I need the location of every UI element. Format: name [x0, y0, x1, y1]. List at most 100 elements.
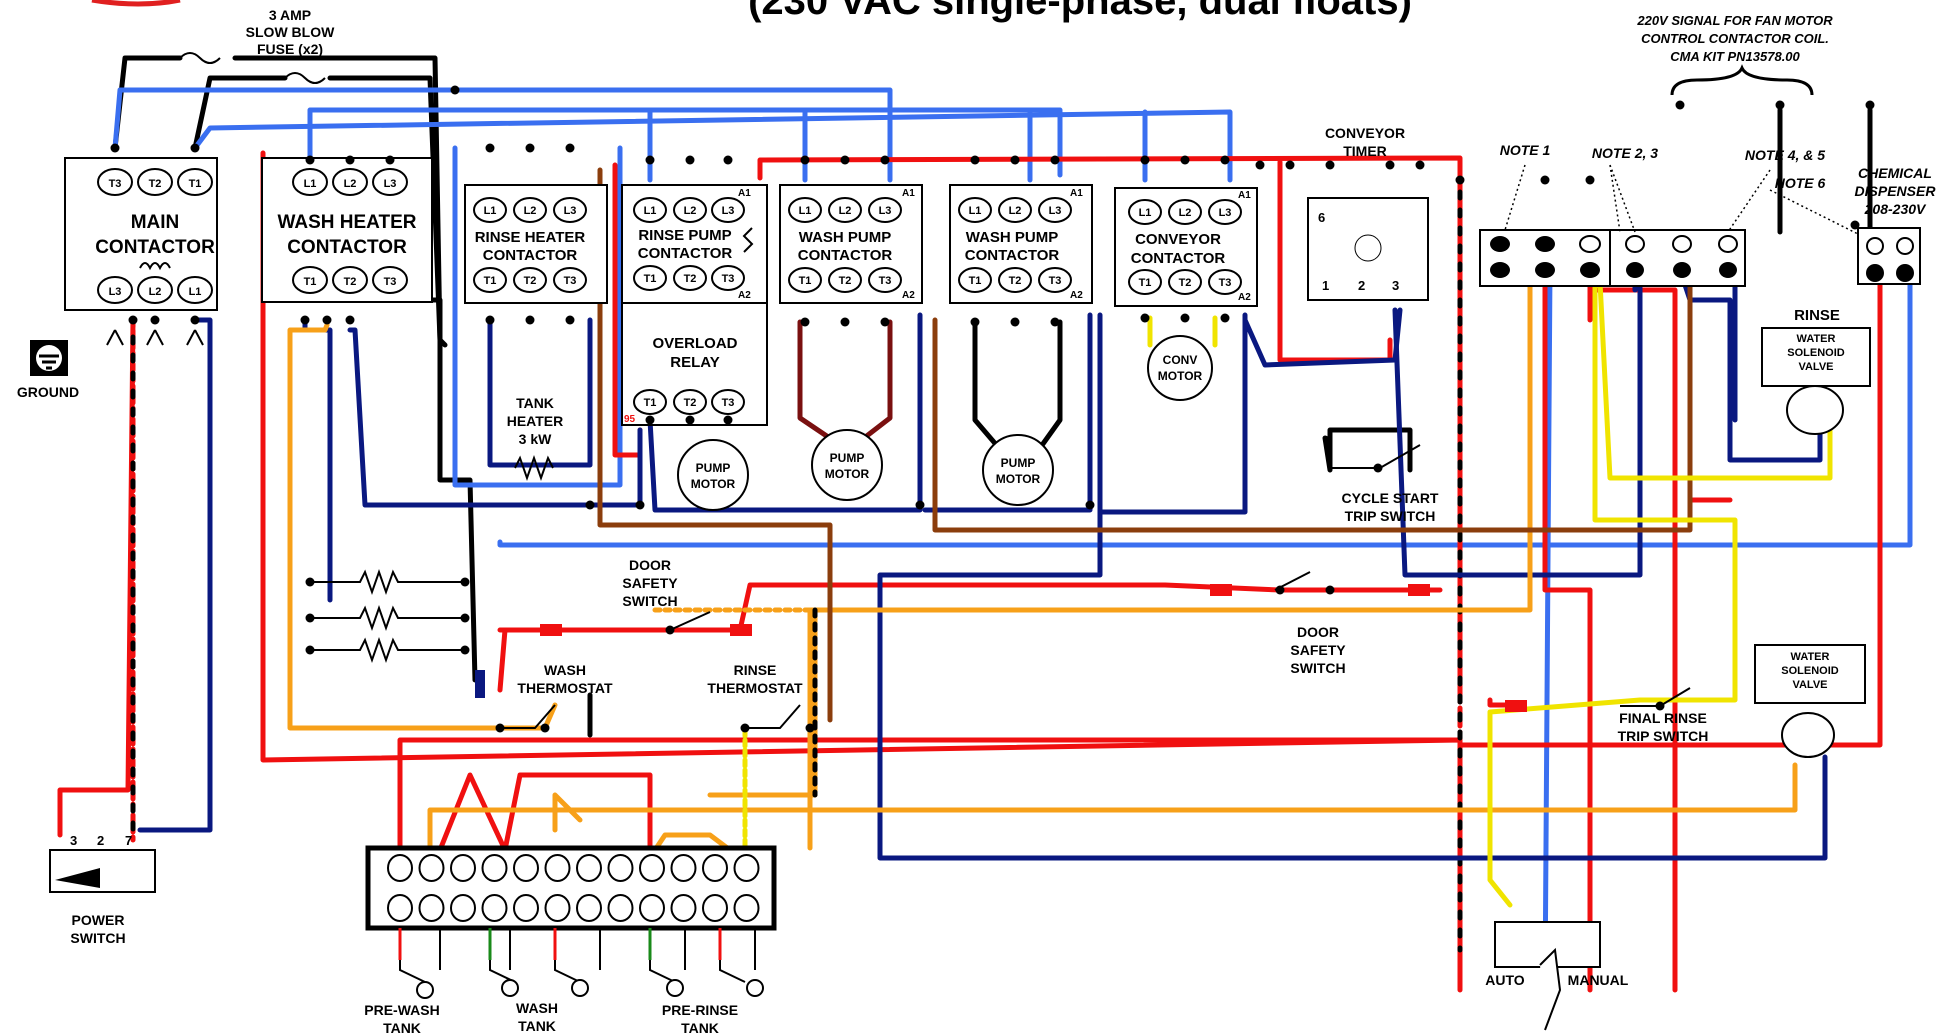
terminal-strip-screw	[481, 894, 508, 922]
wire-junction	[1010, 317, 1020, 327]
svg-text:MOTOR: MOTOR	[1158, 369, 1203, 383]
wire-junction	[1220, 313, 1230, 323]
svg-text:A2: A2	[1070, 290, 1083, 301]
wire-junction	[970, 317, 980, 327]
rinse-thermostat: RINSE THERMOSTAT	[707, 662, 803, 729]
svg-text:VALVE: VALVE	[1792, 679, 1827, 691]
svg-text:TANK: TANK	[383, 1020, 421, 1036]
wire-junction	[1325, 585, 1335, 595]
svg-text:FINAL RINSE: FINAL RINSE	[1619, 710, 1707, 726]
svg-text:L2: L2	[524, 205, 537, 217]
svg-text:L2: L2	[1179, 207, 1192, 219]
wire-junction	[1373, 463, 1383, 473]
rinse-water-solenoid-valve: RINSE WATER SOLENOID VALVE	[1761, 307, 1871, 435]
svg-text:208-230V: 208-230V	[1864, 201, 1927, 217]
wire-junction	[345, 315, 355, 325]
svg-text:NOTE 4, & 5: NOTE 4, & 5	[1745, 147, 1825, 163]
svg-text:CONVEYOR: CONVEYOR	[1325, 125, 1405, 141]
wash-heater-contactor: WASH HEATER CONTACTOR L1 L2 L3 T1 T2 T3	[261, 157, 433, 303]
svg-text:OVERLOAD: OVERLOAD	[652, 335, 737, 352]
float-switches	[398, 928, 764, 999]
terminal-strip-screw	[733, 854, 760, 882]
terminal-strip-screw	[670, 854, 697, 882]
svg-text:CMA KIT PN13578.00: CMA KIT PN13578.00	[1670, 49, 1800, 64]
wire-junction	[460, 645, 470, 655]
wire-junction	[305, 645, 315, 655]
wire-junction	[495, 723, 505, 733]
wire-junction	[1140, 313, 1150, 323]
svg-text:220V SIGNAL FOR FAN MOTOR: 220V SIGNAL FOR FAN MOTOR	[1636, 13, 1833, 28]
svg-text:L1: L1	[1139, 207, 1152, 219]
wire-junction	[1385, 160, 1395, 170]
svg-text:3 AMP: 3 AMP	[269, 7, 311, 23]
svg-text:T1: T1	[799, 275, 812, 287]
wire-junction	[525, 315, 535, 325]
svg-text:CONTACTOR: CONTACTOR	[638, 245, 733, 262]
wire-junction	[645, 415, 655, 425]
wire-junction	[1675, 100, 1685, 110]
pre-wash-tank-label: PRE-WASH TANK	[364, 1002, 439, 1036]
svg-text:L3: L3	[564, 205, 577, 217]
svg-text:L3: L3	[384, 178, 397, 190]
terminal-strip-screw	[418, 894, 445, 922]
svg-text:T1: T1	[189, 178, 202, 190]
svg-text:3: 3	[1392, 278, 1399, 293]
svg-text:MOTOR: MOTOR	[996, 472, 1041, 486]
ground-icon	[30, 340, 68, 376]
svg-text:T3: T3	[1219, 277, 1232, 289]
wire-junction	[1655, 701, 1665, 711]
svg-text:T2: T2	[524, 275, 537, 287]
wire-junction	[1050, 317, 1060, 327]
cycle-start-trip-switch: CYCLE START TRIP SWITCH	[1330, 444, 1439, 524]
overload-relay: OVERLOAD RELAY T1 T2 T3 95	[621, 302, 768, 426]
svg-text:T3: T3	[1049, 275, 1062, 287]
svg-text:TRIP SWITCH: TRIP SWITCH	[1345, 508, 1436, 524]
svg-text:CONTACTOR: CONTACTOR	[483, 247, 578, 264]
svg-text:DISPENSER: DISPENSER	[1855, 183, 1937, 199]
svg-text:CONTACTOR: CONTACTOR	[287, 237, 407, 258]
svg-text:T2: T2	[1009, 275, 1022, 287]
svg-text:L1: L1	[189, 286, 202, 298]
svg-text:SWITCH: SWITCH	[70, 930, 125, 946]
svg-text:TRIP SWITCH: TRIP SWITCH	[1618, 728, 1709, 744]
terminal-strip-screw	[733, 894, 760, 922]
svg-text:POWER: POWER	[72, 912, 125, 928]
wire-junction	[723, 415, 733, 425]
wire-junction	[1220, 155, 1230, 165]
svg-text:PUMP: PUMP	[1001, 456, 1036, 470]
terminal-strip-screw	[450, 894, 476, 922]
svg-text:L3: L3	[879, 205, 892, 217]
svg-text:VALVE: VALVE	[1798, 361, 1833, 373]
wash-pump-contactor-1: WASH PUMP CONTACTOR L1 L2 L3 T1 T2 T3 A1…	[779, 184, 923, 304]
svg-text:CONTROL CONTACTOR COIL.: CONTROL CONTACTOR COIL.	[1641, 31, 1829, 46]
terminal-strip-screw	[450, 854, 476, 882]
wire-junction	[305, 155, 315, 165]
svg-text:L1: L1	[644, 205, 657, 217]
svg-text:TANK: TANK	[516, 395, 554, 411]
wire-junction	[740, 723, 750, 733]
wire-junction	[880, 317, 890, 327]
wire-junction	[450, 85, 460, 95]
svg-text:T1: T1	[304, 276, 317, 288]
svg-text:T2: T2	[839, 275, 852, 287]
svg-text:TANK: TANK	[681, 1020, 719, 1036]
wire-junction	[685, 415, 695, 425]
wire-junction	[585, 500, 595, 510]
wash-pump-contactor-2: WASH PUMP CONTACTOR L1 L2 L3 T1 T2 T3 A1…	[949, 184, 1093, 304]
svg-text:WASH PUMP: WASH PUMP	[966, 229, 1059, 246]
wire-junction	[300, 315, 310, 325]
svg-text:RINSE PUMP: RINSE PUMP	[638, 227, 731, 244]
svg-text:L3: L3	[1049, 205, 1062, 217]
wire-junction	[150, 315, 160, 325]
svg-text:SOLENOID: SOLENOID	[1787, 347, 1845, 359]
wire-junction	[460, 577, 470, 587]
wire-junction	[1285, 160, 1295, 170]
main-contactor: MAIN CONTACTOR T3 T2 T1 L3 L2 L1	[64, 157, 218, 346]
terminal-strip-screw	[607, 894, 634, 922]
wire-junction	[800, 155, 810, 165]
svg-text:A1: A1	[1070, 188, 1083, 199]
svg-text:RINSE HEATER: RINSE HEATER	[475, 229, 586, 246]
rinse-pump-contactor: RINSE PUMP CONTACTOR L1 L2 L3 T1 T2 T3 A…	[621, 184, 768, 304]
svg-text:L1: L1	[304, 178, 317, 190]
wire-junction	[1050, 155, 1060, 165]
